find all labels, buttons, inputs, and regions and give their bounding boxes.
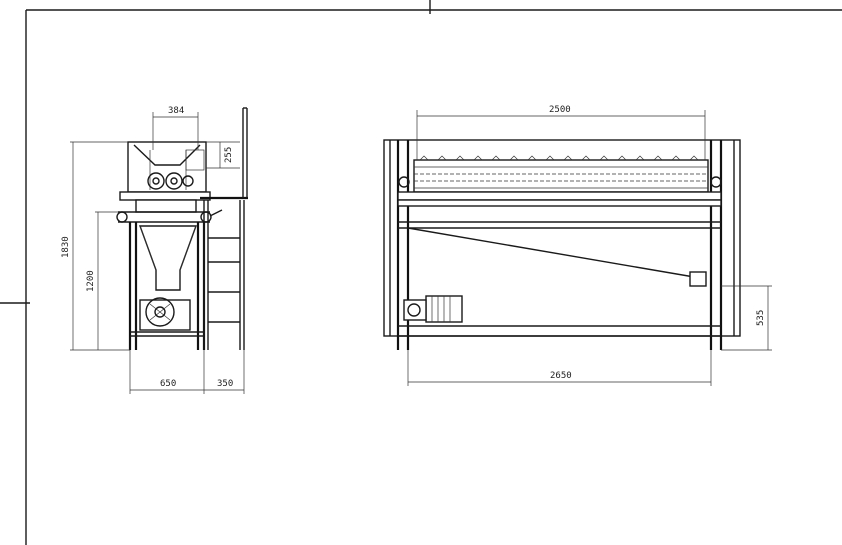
front-view — [383, 139, 741, 350]
roller-tooth — [437, 155, 447, 161]
roller-tooth — [563, 155, 573, 161]
roller-tooth — [671, 155, 681, 161]
roller-tooth — [617, 155, 627, 161]
roller-tooth — [545, 155, 555, 161]
roller-tooth — [455, 155, 465, 161]
dim-base-length: 2650 — [550, 371, 572, 381]
dim-roller-length: 2500 — [549, 105, 571, 115]
roller-tooth — [581, 155, 591, 161]
dim-frame-height: 1200 — [86, 270, 96, 292]
roller-tooth — [473, 155, 483, 161]
roller-tooth — [509, 155, 519, 161]
motor — [403, 295, 463, 323]
roller-tooth — [419, 155, 429, 161]
roller-tooth — [599, 155, 609, 161]
discharge-funnel — [139, 225, 197, 291]
dim-ladder-width: 350 — [217, 379, 233, 389]
roller-tooth — [689, 155, 699, 161]
dim-total-height: 1830 — [61, 236, 71, 258]
blower — [139, 297, 191, 331]
roller-drum — [398, 155, 722, 193]
roller-tooth — [653, 155, 663, 161]
ladder — [203, 200, 245, 350]
roller-tooth — [635, 155, 645, 161]
side-view-dimensions: 384 255 1830 1200 650 350 — [61, 106, 245, 394]
roller-tooth — [527, 155, 537, 161]
dim-top-width: 384 — [168, 106, 184, 116]
side-view — [116, 107, 248, 350]
roller-pair — [147, 172, 194, 190]
roller-tooth — [491, 155, 501, 161]
dim-motor-height: 535 — [756, 310, 766, 326]
front-view-dimensions: 2500 2650 535 — [407, 105, 772, 386]
dim-hopper-height: 255 — [224, 147, 234, 163]
dim-base-width: 650 — [160, 379, 176, 389]
hopper-funnel-top — [133, 144, 201, 166]
